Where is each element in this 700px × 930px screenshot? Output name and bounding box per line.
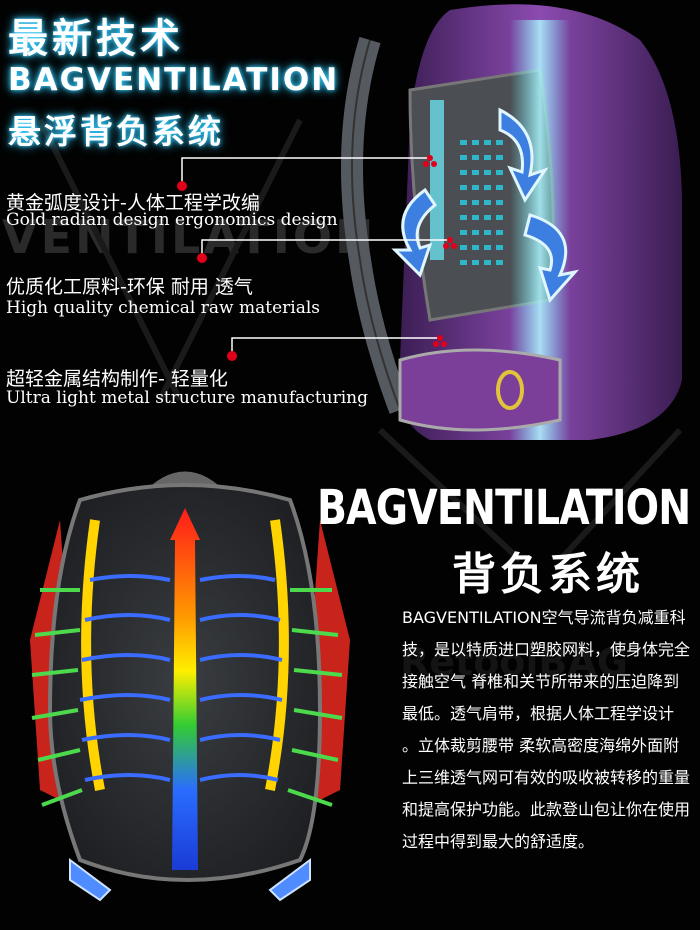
- feature-3-cn: 超轻金属结构制作- 轻量化: [6, 368, 228, 390]
- backpack-back-image: [30, 471, 350, 902]
- header-subtitle-cn: 悬浮背负系统: [8, 112, 224, 151]
- section-description: BAGVENTILATION空气导流背负减重科技，是以特质进口塑胶网料，使身体完…: [402, 608, 691, 851]
- watermark-top: VENTILATION: [2, 210, 377, 264]
- backpack-side-image: [341, 4, 682, 441]
- feature-1-en: Gold radian design ergonomics design: [6, 210, 338, 230]
- feature-2-cn: 优质化工原料-环保 耐用 透气: [6, 276, 253, 298]
- feature-1-cn: 黄金弧度设计-人体工程学改编: [6, 192, 260, 214]
- page-title: 最新技术: [8, 16, 184, 62]
- watermark-bottom: RetoolBAG: [400, 640, 628, 684]
- callout-lines: [177, 155, 457, 361]
- section-title-en: BAGVENTILATION: [316, 480, 691, 536]
- section-title-cn: 背负系统: [452, 549, 644, 600]
- callout-marker-icons: [423, 155, 457, 347]
- header-subtitle-en: BAGVENTILATION: [8, 62, 340, 98]
- feature-2-en: High quality chemical raw materials: [6, 298, 320, 318]
- feature-3-en: Ultra light metal structure manufacturin…: [6, 388, 368, 408]
